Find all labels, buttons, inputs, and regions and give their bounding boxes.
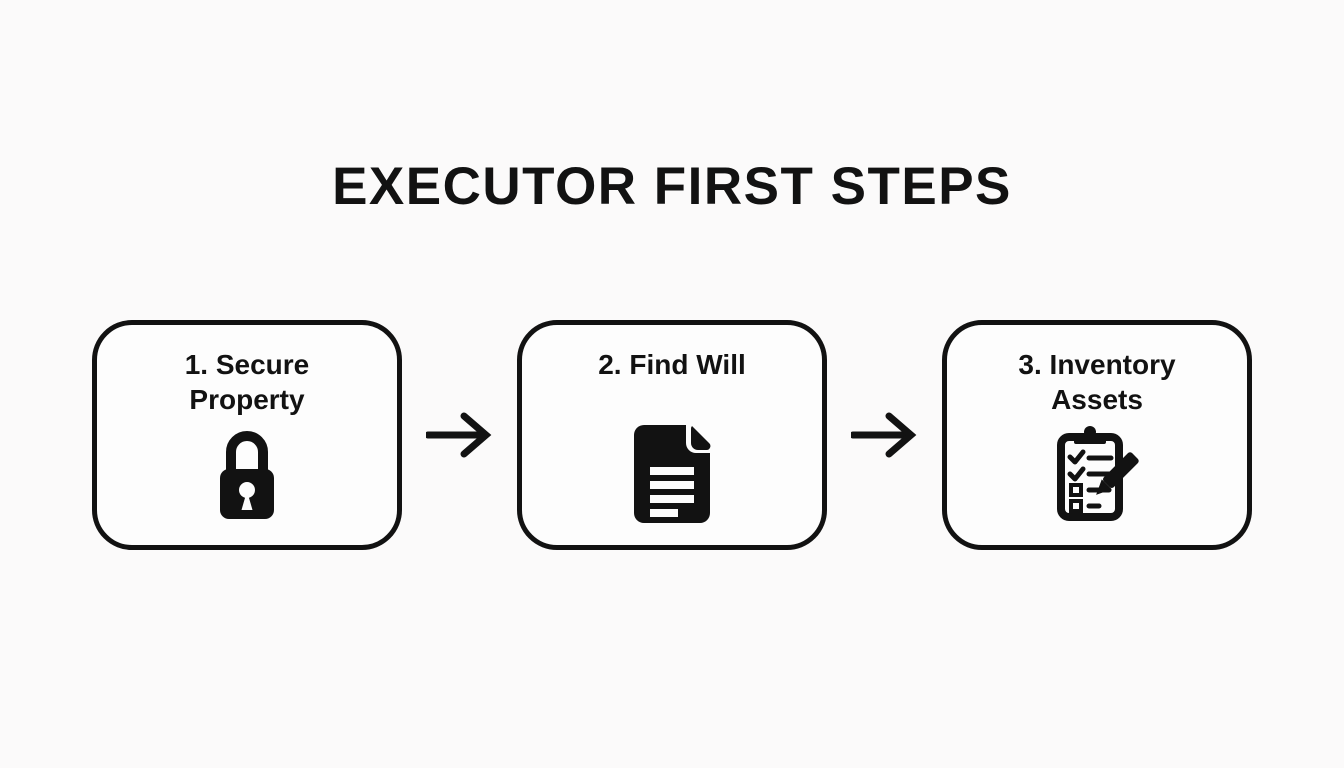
- padlock-icon: [214, 417, 280, 531]
- step-label: 1. Secure Property: [184, 349, 310, 415]
- clipboard-checklist-icon: [1045, 417, 1149, 531]
- step-box-find-will: 2. Find Will: [517, 320, 827, 550]
- step-box-inventory-assets: 3. Inventory Assets: [942, 320, 1252, 550]
- flow-arrow: [402, 409, 517, 461]
- step-label: 3. Inventory Assets: [1018, 349, 1176, 415]
- step-label: 2. Find Will: [598, 349, 746, 380]
- flow-arrow: [827, 409, 942, 461]
- step-box-secure-property: 1. Secure Property: [92, 320, 402, 550]
- document-icon: [630, 417, 714, 531]
- process-flow: 1. Secure Property 2. Find Will: [0, 320, 1344, 550]
- page-title: EXECUTOR FIRST STEPS: [332, 157, 1012, 216]
